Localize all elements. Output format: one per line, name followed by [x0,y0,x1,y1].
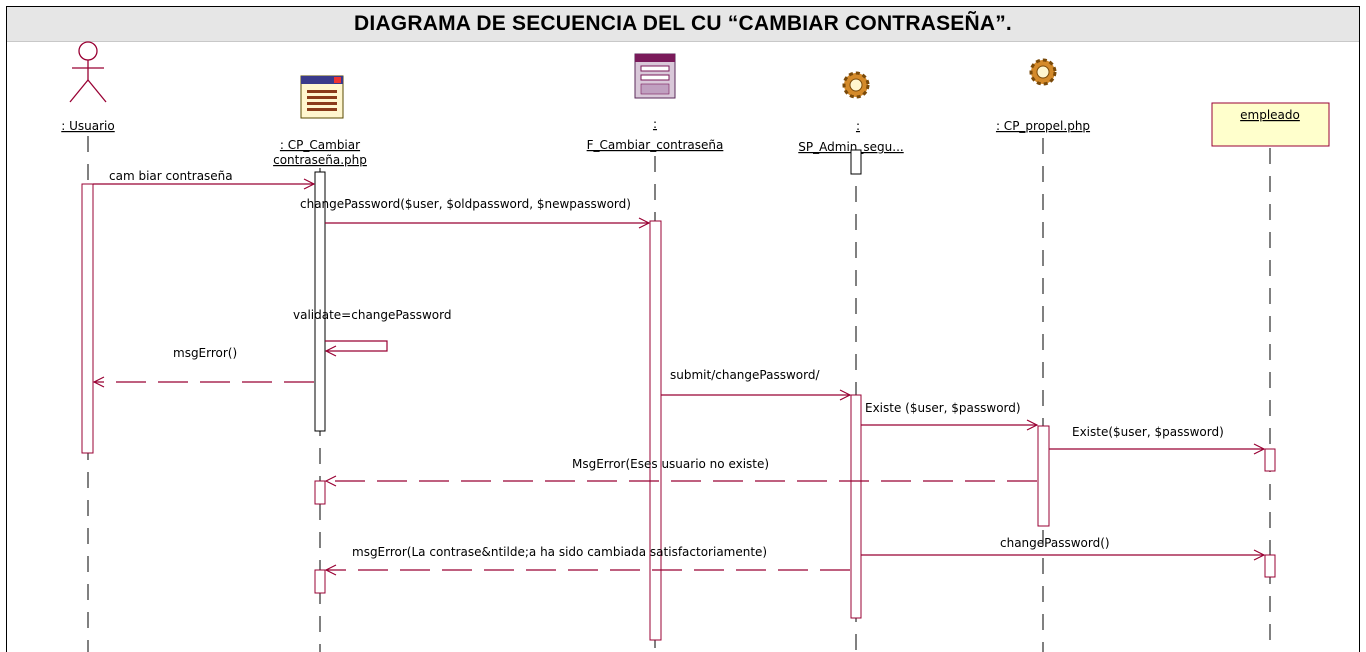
activation-usuario [81,183,94,454]
message-label-m9: changePassword() [1000,536,1110,550]
activation-f-cambiar [649,220,662,641]
participant-label-cp-cambiar-2: contraseña.php [273,153,367,167]
participant-label-cp-propel: : CP_propel.php [996,119,1090,133]
title-bar: DIAGRAMA DE SECUENCIA DEL CU “CAMBIAR CO… [7,7,1359,42]
message-label-m5: submit/changePassword/ [670,368,820,382]
participant-label-f-cambiar-1: : [653,117,657,131]
message-label-m1: cam biar contraseña [109,169,233,183]
activation-sp-admin [850,394,862,619]
form-icon [634,53,676,99]
message-label-m10: msgError(La contrase&ntilde;a ha sido ca… [352,545,767,559]
participant-label-usuario: : Usuario [61,119,114,133]
gear-icon-cp-propel [1029,58,1057,86]
message-label-m3: validate=changePassword [293,308,451,322]
activation-sp-admin-top [850,149,862,175]
activation-cp-cambiar-3 [314,569,326,594]
message-label-m2: changePassword($user, $oldpassword, $new… [300,197,631,211]
diagram-title: DIAGRAMA DE SECUENCIA DEL CU “CAMBIAR CO… [354,12,1012,35]
gear-icon-sp-admin [842,71,870,99]
message-arrow-m3 [325,340,388,351]
activation-empleado-2 [1264,554,1276,578]
window-icon [300,75,344,119]
message-label-m6: Existe ($user, $password) [865,401,1021,415]
activation-empleado-1 [1264,448,1276,472]
message-label-m8: MsgError(Eses usuario no existe) [572,457,769,471]
participant-label-cp-cambiar-1: : CP_Cambiar [280,138,360,152]
message-label-m7: Existe($user, $password) [1072,425,1224,439]
participant-label-sp-admin-2: SP_Admin_segu... [798,140,903,154]
activation-cp-cambiar-main [314,171,326,432]
activation-cp-propel [1037,425,1050,527]
entity-box-empleado [1211,102,1330,147]
participant-label-sp-admin-1: : [856,119,860,133]
actor-usuario [69,41,107,103]
participant-label-f-cambiar-2: F_Cambiar_contraseña [587,138,724,152]
participant-label-empleado: empleado [1240,108,1300,122]
message-label-m4: msgError() [173,346,237,360]
diagram-frame: DIAGRAMA DE SECUENCIA DEL CU “CAMBIAR CO… [6,6,1360,652]
activation-cp-cambiar-2 [314,480,326,505]
